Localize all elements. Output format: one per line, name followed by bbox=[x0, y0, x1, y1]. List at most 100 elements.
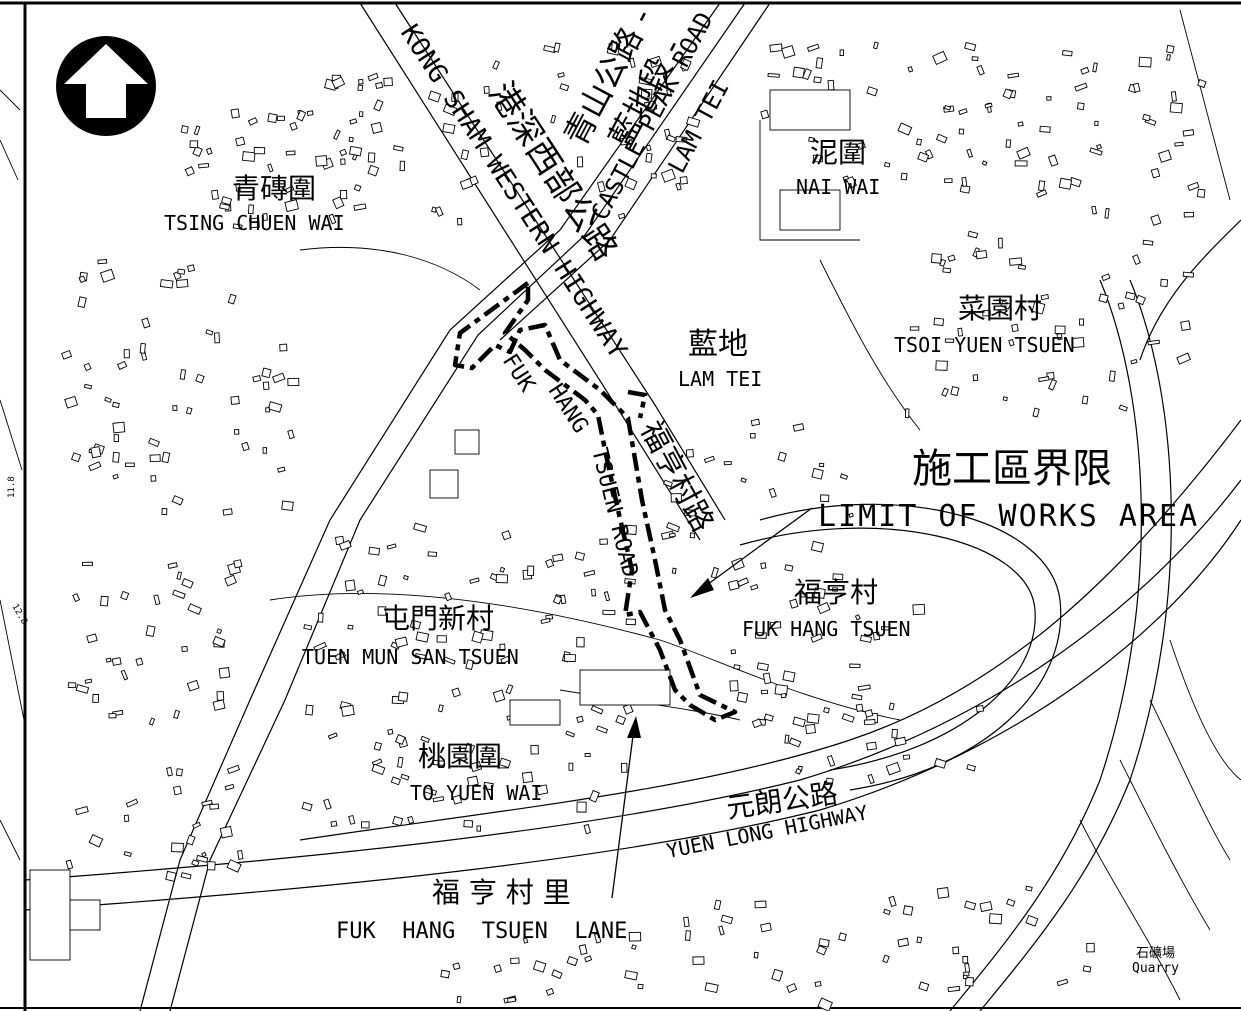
building bbox=[1056, 978, 1069, 987]
building bbox=[1150, 214, 1162, 226]
building bbox=[327, 732, 338, 740]
building bbox=[195, 373, 205, 384]
building bbox=[123, 814, 130, 822]
building bbox=[710, 566, 719, 579]
label-lam-tei-en: LAM TEI bbox=[678, 367, 762, 391]
label-lam-tei-zh: 藍地 bbox=[688, 327, 748, 362]
building bbox=[226, 859, 242, 873]
building bbox=[1104, 207, 1110, 219]
building bbox=[588, 789, 600, 803]
building bbox=[237, 849, 244, 860]
building bbox=[171, 842, 184, 853]
building bbox=[1040, 293, 1050, 301]
building bbox=[771, 968, 784, 982]
building bbox=[176, 279, 189, 288]
building bbox=[167, 562, 178, 569]
building bbox=[367, 152, 376, 163]
building bbox=[897, 937, 910, 948]
building bbox=[75, 684, 90, 694]
building bbox=[814, 981, 822, 988]
building bbox=[191, 859, 200, 867]
building bbox=[578, 944, 588, 956]
building bbox=[845, 176, 857, 189]
building bbox=[806, 43, 820, 53]
building bbox=[998, 237, 1003, 249]
building bbox=[818, 462, 825, 468]
building bbox=[536, 784, 549, 796]
building bbox=[1101, 273, 1111, 282]
building bbox=[880, 626, 890, 631]
label-fuk-hang-tsuen-zh: 福亨村 bbox=[794, 576, 878, 609]
building bbox=[67, 682, 77, 689]
building bbox=[1196, 188, 1206, 198]
building bbox=[1008, 257, 1023, 266]
building bbox=[105, 657, 112, 663]
building bbox=[397, 691, 409, 702]
building bbox=[1180, 320, 1191, 331]
building bbox=[713, 899, 722, 911]
building bbox=[576, 156, 584, 168]
legend-limit-zh: 施工區界限 bbox=[912, 446, 1112, 492]
building bbox=[267, 401, 283, 413]
building bbox=[252, 375, 262, 383]
building bbox=[161, 451, 171, 464]
building bbox=[442, 656, 456, 665]
building bbox=[150, 475, 157, 482]
building bbox=[496, 101, 503, 112]
building bbox=[394, 636, 409, 648]
label-fuk-hang-tsuen-lane-zh: 福 亨 村 里 bbox=[432, 876, 571, 909]
building bbox=[947, 254, 956, 262]
building bbox=[442, 122, 456, 134]
building bbox=[1008, 339, 1015, 347]
building bbox=[599, 538, 608, 545]
building bbox=[935, 133, 948, 144]
building bbox=[944, 338, 955, 343]
building bbox=[235, 136, 246, 147]
building bbox=[1082, 965, 1092, 973]
building bbox=[247, 117, 258, 126]
building bbox=[1058, 177, 1073, 190]
building bbox=[224, 783, 235, 791]
building bbox=[451, 92, 459, 103]
building bbox=[576, 715, 584, 724]
building bbox=[386, 543, 397, 550]
building bbox=[375, 81, 384, 90]
building bbox=[393, 145, 404, 152]
building bbox=[622, 703, 634, 715]
building bbox=[811, 467, 824, 480]
building bbox=[781, 45, 796, 59]
building bbox=[399, 160, 406, 172]
building bbox=[854, 614, 861, 621]
building bbox=[1035, 189, 1048, 198]
building bbox=[267, 112, 278, 124]
building bbox=[916, 138, 923, 146]
building bbox=[1031, 301, 1046, 315]
building bbox=[212, 699, 226, 711]
building bbox=[353, 184, 362, 192]
building bbox=[83, 362, 92, 372]
building bbox=[576, 637, 585, 648]
building bbox=[1081, 395, 1089, 405]
building bbox=[117, 360, 128, 370]
building bbox=[216, 691, 225, 701]
building bbox=[465, 659, 475, 671]
building bbox=[262, 213, 268, 221]
limit-of-works-legend: 施工區界限 LIMIT OF WORKS AREA bbox=[818, 446, 1197, 534]
building bbox=[135, 657, 144, 667]
building bbox=[894, 736, 907, 747]
building bbox=[1014, 160, 1028, 167]
building bbox=[838, 932, 847, 942]
building bbox=[966, 148, 974, 158]
building bbox=[339, 148, 348, 157]
building bbox=[813, 587, 826, 599]
road-network bbox=[24, 2, 1241, 1011]
building bbox=[100, 595, 109, 607]
building bbox=[1118, 404, 1128, 412]
building bbox=[979, 901, 993, 913]
building bbox=[628, 931, 642, 942]
building bbox=[112, 421, 126, 434]
building bbox=[72, 593, 81, 603]
building bbox=[470, 760, 483, 773]
building bbox=[750, 432, 756, 439]
building bbox=[907, 66, 914, 73]
